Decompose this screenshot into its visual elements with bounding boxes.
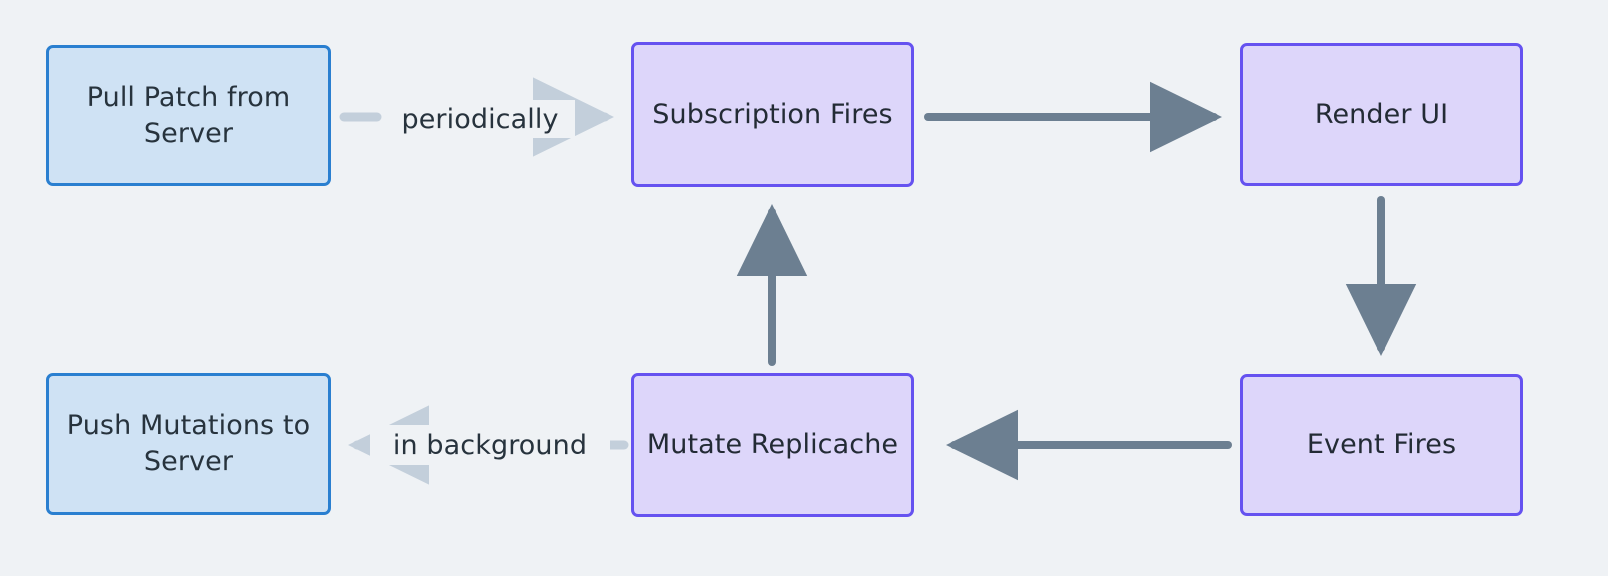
node-label: Mutate Replicache [646, 429, 899, 461]
node-mutate-replicache[interactable]: Mutate Replicache [631, 373, 914, 517]
node-subscription-fires[interactable]: Subscription Fires [631, 42, 914, 187]
node-label: Subscription Fires [652, 98, 893, 130]
node-label: Pull Patch from Server [86, 81, 291, 149]
node-label: Event Fires [1306, 429, 1457, 461]
edge-label-periodically: periodically [385, 100, 575, 138]
node-event-fires[interactable]: Event Fires [1240, 374, 1523, 516]
node-pull-patch-from-server[interactable]: Pull Patch from Server [46, 45, 331, 186]
edge-label-in-background: in background [370, 425, 610, 465]
node-render-ui[interactable]: Render UI [1240, 43, 1523, 186]
node-label: Render UI [1314, 98, 1449, 130]
node-push-mutations-to-server[interactable]: Push Mutations to Server [46, 373, 331, 515]
node-label: Push Mutations to Server [66, 410, 311, 477]
